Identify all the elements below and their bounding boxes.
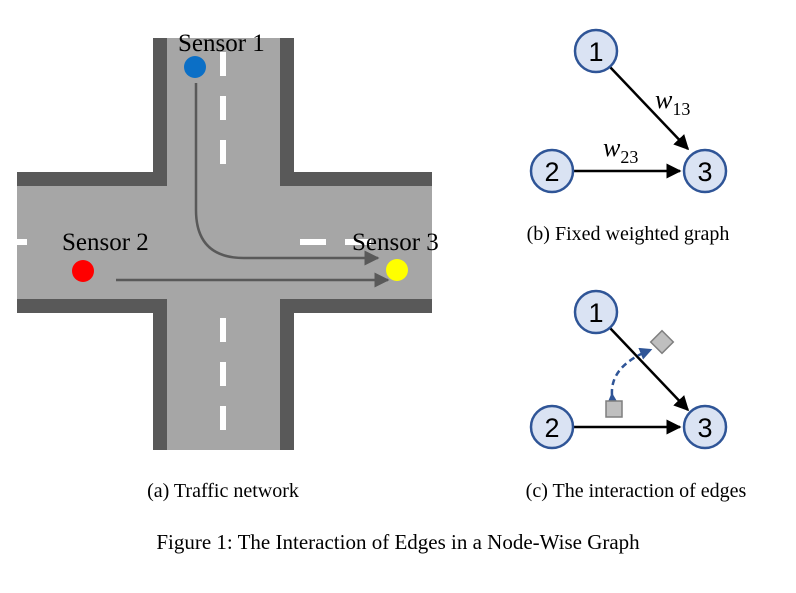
edge-interaction-dashed-arrow xyxy=(606,347,653,406)
node-1 xyxy=(573,289,619,335)
node-3-label: 3 xyxy=(697,413,712,443)
edge-1-to-3 xyxy=(609,327,690,412)
node-2-label: 2 xyxy=(544,157,559,187)
traffic-caption: (a) Traffic network xyxy=(147,480,299,502)
figure-caption: Figure 1: The Interaction of Edges in a … xyxy=(156,530,640,554)
node-2 xyxy=(529,148,575,194)
sensor-3-label: Sensor 3 xyxy=(352,229,439,256)
node-3 xyxy=(682,404,728,450)
node-3 xyxy=(682,148,728,194)
graph-b-caption: (b) Fixed weighted graph xyxy=(527,223,730,245)
node-2 xyxy=(529,404,575,450)
lane-markings-horizontal xyxy=(17,239,371,245)
node-1-label: 1 xyxy=(588,298,603,328)
sensor-3-dot xyxy=(386,259,408,281)
flow-arrow-sensor1-to-sensor3 xyxy=(194,83,380,266)
sensor-1-label: Sensor 1 xyxy=(178,30,265,57)
weight-w13-label: w13 xyxy=(655,85,690,119)
lane-markings-vertical xyxy=(220,52,226,430)
traffic-network: Sensor 1 Sensor 2 Sensor 3 (a) Traffic n… xyxy=(17,30,439,502)
fixed-weighted-graph: 1 2 3 w13 w23 (b) Fixed weighted graph xyxy=(527,28,730,245)
edge-feature-diamond xyxy=(649,329,675,355)
interaction-graph: 1 2 3 (c) The interaction of edges xyxy=(526,289,747,502)
edge-1-to-3 xyxy=(609,66,690,151)
node-2-label: 2 xyxy=(544,413,559,443)
sensor-1-dot xyxy=(184,56,206,78)
graph-c-caption: (c) The interaction of edges xyxy=(526,480,747,502)
node-3-label: 3 xyxy=(697,157,712,187)
edge-feature-square xyxy=(605,400,623,418)
node-1-label: 1 xyxy=(588,37,603,67)
sensor-2-dot xyxy=(72,260,94,282)
node-1 xyxy=(573,28,619,74)
weight-w23-label: w23 xyxy=(603,133,638,167)
sensor-2-label: Sensor 2 xyxy=(62,229,149,256)
